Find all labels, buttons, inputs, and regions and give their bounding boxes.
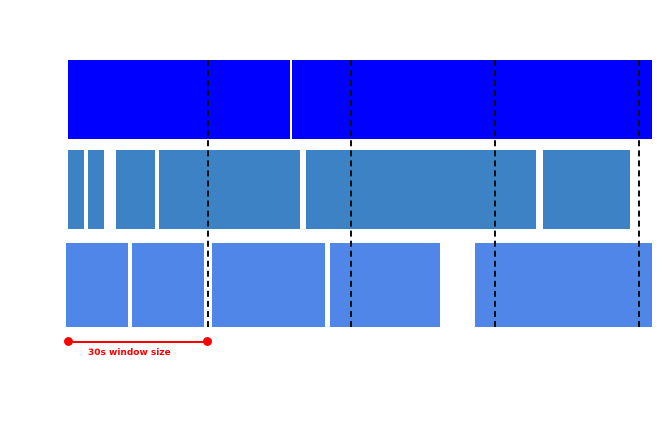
timeline-segment <box>88 150 104 229</box>
timeline-segment <box>116 150 155 229</box>
timeline-segment <box>212 243 325 327</box>
window-size-cap-right-icon <box>203 337 212 346</box>
timeline-segment <box>543 150 630 229</box>
timeline-segment <box>132 243 204 327</box>
timeline-row-3 <box>0 243 666 327</box>
timeline-segment <box>306 150 536 229</box>
timeline-segment <box>475 243 652 327</box>
timeline-segment <box>66 243 128 327</box>
timeline-segment <box>292 60 652 139</box>
timeline-segment <box>330 243 440 327</box>
window-size-cap-left-icon <box>64 337 73 346</box>
timeline-row-1 <box>0 60 666 139</box>
timeline-segment <box>68 150 84 229</box>
window-size-bracket-line <box>68 341 207 343</box>
timeline-row-2 <box>0 150 666 229</box>
timeline-segment <box>68 60 290 139</box>
timeline-segment <box>159 150 300 229</box>
window-size-label: 30s window size <box>88 348 171 358</box>
